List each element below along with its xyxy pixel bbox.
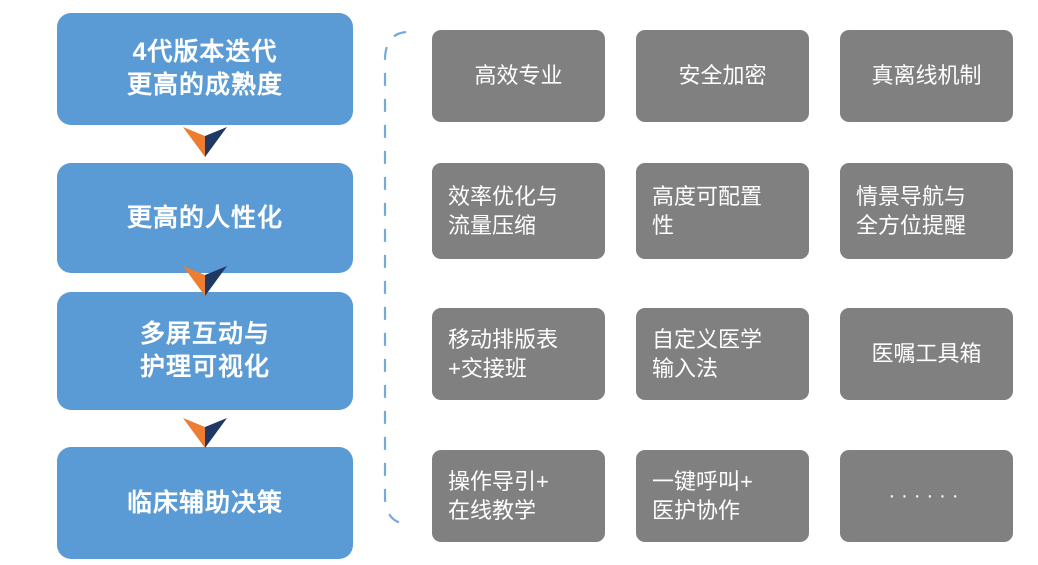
- feature-box-r4c2[interactable]: 一键呼叫+ 医护协作: [636, 450, 809, 542]
- feature-r1c3-line-1: 真离线机制: [871, 63, 982, 89]
- feature-r2c2-line-2: 性: [652, 213, 675, 238]
- feature-r2c1-line-2: 流量压缩: [448, 213, 537, 238]
- flow-step-3-line-2: 护理可视化: [139, 353, 270, 381]
- feature-box-r3c2[interactable]: 自定义医学 输入法: [636, 308, 809, 400]
- feature-r1c2-line-1: 安全加密: [678, 63, 767, 89]
- feature-box-r1c1[interactable]: 高效专业: [432, 30, 605, 122]
- feature-box-r1c2[interactable]: 安全加密: [636, 30, 809, 122]
- flow-step-2-line-1: 更高的人性化: [126, 203, 283, 232]
- flow-step-3-line-1: 多屏互动与: [139, 320, 270, 348]
- feature-r3c2-line-1: 自定义医学: [652, 326, 763, 352]
- feature-r4c2-line-2: 医护协作: [652, 498, 741, 523]
- feature-box-r4c3-more[interactable]: ······: [840, 450, 1013, 542]
- feature-r2c3-line-2: 全方位提醒: [856, 213, 967, 238]
- feature-r3c2-line-2: 输入法: [652, 356, 719, 381]
- flow-step-box-1[interactable]: 4代版本迭代 更高的成熟度: [57, 13, 353, 125]
- flow-step-box-4[interactable]: 临床辅助决策: [57, 447, 353, 559]
- feature-r3c1-line-1: 移动排版表: [448, 326, 559, 352]
- arrow-down-icon-3: [183, 418, 227, 448]
- feature-r4c1-line-1: 操作导引+: [448, 468, 549, 494]
- feature-box-r4c1[interactable]: 操作导引+ 在线教学: [432, 450, 605, 542]
- feature-box-r2c1[interactable]: 效率优化与 流量压缩: [432, 163, 605, 259]
- feature-box-r3c1[interactable]: 移动排版表 +交接班: [432, 308, 605, 400]
- feature-r3c1-line-2: +交接班: [448, 356, 527, 381]
- flow-step-box-2[interactable]: 更高的人性化: [57, 163, 353, 273]
- feature-r2c1-line-1: 效率优化与: [448, 183, 559, 209]
- flow-step-box-3[interactable]: 多屏互动与 护理可视化: [57, 292, 353, 410]
- feature-r4c1-line-2: 在线教学: [448, 498, 537, 523]
- feature-r4c2-line-1: 一键呼叫+: [652, 468, 753, 494]
- arrow-down-icon-1: [183, 127, 227, 157]
- flow-step-1-line-1: 4代版本迭代: [132, 38, 278, 66]
- flow-step-1-line-2: 更高的成熟度: [126, 71, 283, 99]
- feature-box-r1c3[interactable]: 真离线机制: [840, 30, 1013, 122]
- feature-r4c3-ellipsis: ······: [888, 484, 965, 507]
- feature-r1c1-line-1: 高效专业: [474, 63, 563, 89]
- feature-box-r2c3[interactable]: 情景导航与 全方位提醒: [840, 163, 1013, 259]
- dashed-bracket-icon: [383, 30, 407, 526]
- feature-r3c3-line-1: 医嘱工具箱: [871, 341, 982, 367]
- feature-r2c3-line-1: 情景导航与: [856, 183, 967, 209]
- feature-r2c2-line-1: 高度可配置: [652, 183, 763, 209]
- flow-step-4-line-1: 临床辅助决策: [126, 488, 283, 517]
- arrow-down-icon-2: [183, 266, 227, 296]
- feature-box-r2c2[interactable]: 高度可配置 性: [636, 163, 809, 259]
- feature-box-r3c3[interactable]: 医嘱工具箱: [840, 308, 1013, 400]
